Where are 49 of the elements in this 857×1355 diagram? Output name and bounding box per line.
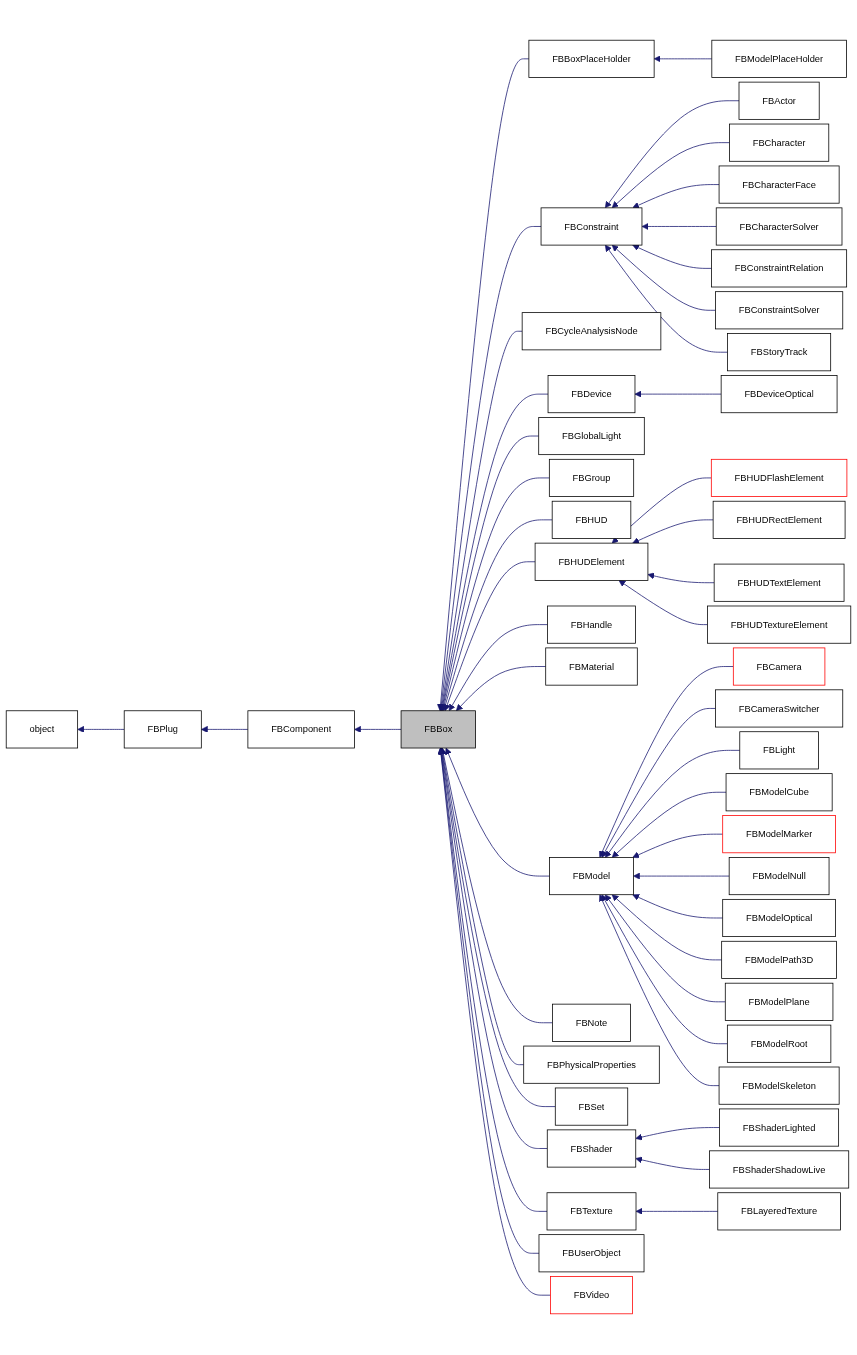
- node-box: FBShaderShadowLive: [709, 1150, 850, 1189]
- node-box: FBUserObject: [538, 1234, 645, 1273]
- node-box: FBHUDTextElement: [713, 564, 845, 603]
- node-box: FBCycleAnalysisNode: [521, 312, 662, 351]
- node-box: FBModelCube: [725, 773, 833, 812]
- node-box: FBBoxPlaceHolder: [528, 40, 655, 79]
- node-box: FBHUDFlashElement: [710, 459, 848, 498]
- node-box: FBMaterial: [545, 648, 638, 687]
- node-box: FBLight: [739, 731, 819, 770]
- node-box: FBShader: [546, 1129, 637, 1168]
- node-box: FBDeviceOptical: [720, 375, 838, 414]
- node-box: FBNote: [552, 1004, 631, 1043]
- node-box: FBModelSkeleton: [718, 1067, 840, 1106]
- node-box: FBCharacter: [729, 124, 830, 163]
- node-box: FBShaderLighted: [719, 1109, 840, 1148]
- node-box: FBHandle: [547, 606, 636, 645]
- node-box: FBPlug: [123, 710, 202, 749]
- node-box: FBConstraint: [540, 207, 643, 246]
- node-box: FBVideo: [550, 1276, 633, 1315]
- node-box: FBStoryTrack: [727, 333, 832, 372]
- node-box: FBDevice: [547, 375, 636, 414]
- node-box: FBModelMarker: [722, 815, 836, 854]
- node-box: FBSet: [554, 1088, 629, 1127]
- node-box: FBModelOptical: [722, 899, 836, 938]
- node-box: FBHUDElement: [534, 543, 649, 582]
- node-box: FBModelNull: [728, 857, 830, 896]
- node-box: FBModelRoot: [726, 1025, 832, 1064]
- node-box: FBModelPlane: [724, 983, 834, 1022]
- node-box: FBCharacterSolver: [715, 207, 843, 246]
- node-box: FBConstraintSolver: [715, 291, 844, 330]
- node-box: FBActor: [738, 82, 820, 121]
- node-box: FBModelPath3D: [721, 941, 837, 980]
- node-box: FBTexture: [546, 1192, 637, 1231]
- node-box: FBComponent: [247, 710, 355, 749]
- node-box: FBHUDRectElement: [712, 501, 846, 540]
- node-box: FBCharacterFace: [718, 166, 840, 205]
- node-box: FBGroup: [548, 459, 635, 498]
- node-box: object: [5, 710, 79, 749]
- node-box: FBModelPlaceHolder: [711, 40, 847, 79]
- node-box: FBCameraSwitcher: [715, 689, 844, 728]
- node-box: FBHUDTextureElement: [707, 606, 852, 645]
- node-box: FBGlobalLight: [538, 417, 645, 456]
- node-box: FBCamera: [732, 648, 826, 687]
- node-box: FBHUD: [551, 501, 632, 540]
- node-box: FBModel: [549, 857, 634, 896]
- node-box: FBLayeredTexture: [717, 1192, 841, 1231]
- node-box: FBConstraintRelation: [711, 249, 848, 288]
- node-box: FBPhysicalProperties: [523, 1046, 660, 1085]
- node-box: FBBox: [400, 710, 476, 749]
